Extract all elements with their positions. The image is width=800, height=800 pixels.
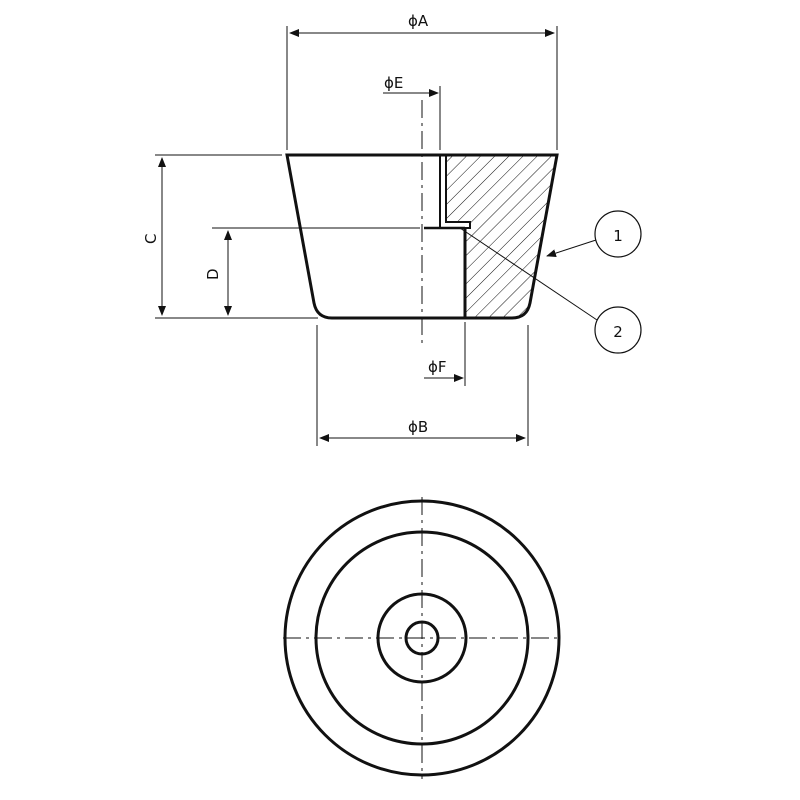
body-outline <box>285 153 559 320</box>
dimension-d <box>212 227 420 316</box>
dimension-f <box>424 322 466 386</box>
balloon-2-label: 2 <box>613 323 623 341</box>
balloon-2: 2 <box>459 227 642 354</box>
dimension-e <box>383 86 441 150</box>
dimension-a-label: ϕA <box>408 12 429 30</box>
insert-sleeve <box>439 155 471 229</box>
section-view <box>285 100 559 345</box>
hatched-section <box>446 155 557 318</box>
dimension-c-label: C <box>142 234 160 244</box>
dimension-b <box>316 325 529 446</box>
dimension-c <box>155 154 318 319</box>
balloon-1-label: 1 <box>613 227 623 245</box>
plan-view <box>283 497 562 779</box>
dimension-e-label: ϕE <box>384 74 403 92</box>
dimension-b-label: ϕB <box>408 418 428 436</box>
dimension-a <box>286 26 558 150</box>
dimension-f-label: ϕF <box>428 358 447 376</box>
balloon-1: 1 <box>546 210 642 258</box>
dimension-d-label: D <box>204 268 222 280</box>
